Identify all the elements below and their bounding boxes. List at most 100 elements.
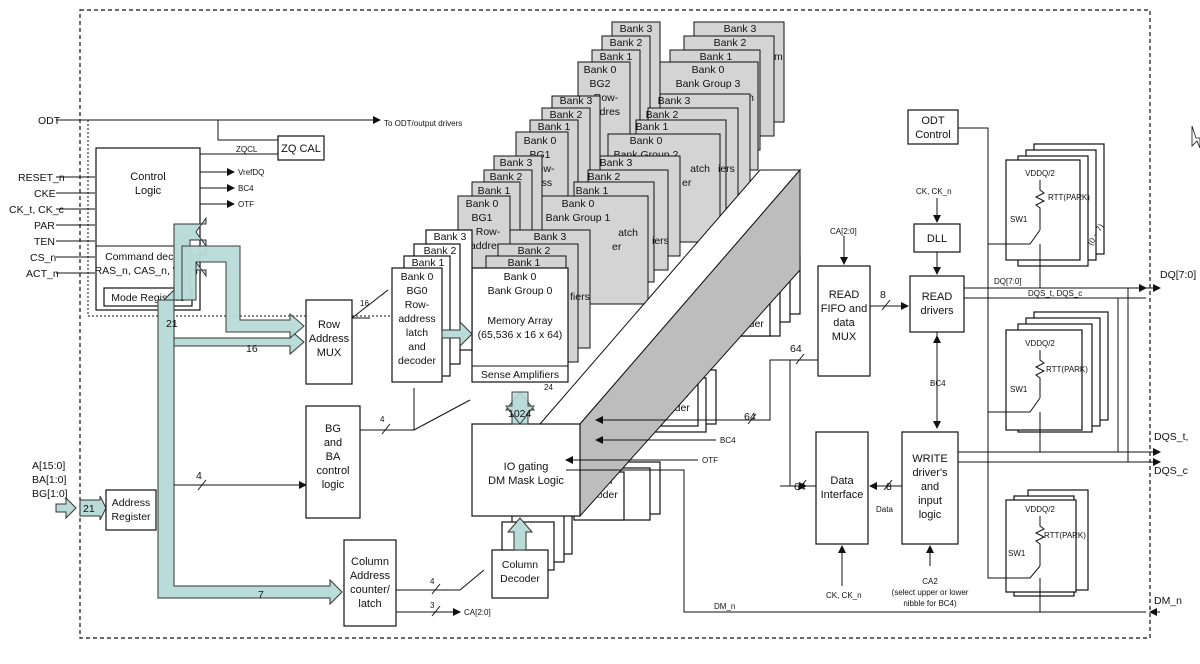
pin-dq: DQ[7:0] — [1160, 269, 1196, 281]
bg2-latch: atch — [690, 163, 710, 175]
bus-width-21: 21 — [166, 318, 178, 330]
pin-par: PAR — [34, 220, 55, 232]
data-if-l1: Data — [830, 475, 854, 487]
bg1d-row: Row- — [476, 226, 501, 238]
vddq-mid: VDDQ/2 — [1025, 339, 1055, 348]
pin-reset: RESET_n — [18, 172, 65, 184]
pin-odt: ODT — [38, 115, 61, 127]
control-logic-title: Control — [130, 171, 165, 183]
bg0-bank0: Bank 0 — [504, 271, 537, 283]
sw1-top: SW1 — [1010, 215, 1028, 224]
ca2-l3: nibble for BC4) — [903, 599, 957, 608]
bg-ba-l1: BG — [325, 423, 341, 435]
bus-width-8-write: 8 — [886, 481, 892, 493]
bus-width-64-b: 64 — [790, 343, 802, 355]
odt-control-block — [907, 109, 959, 145]
pin-ck: CK_t, CK_c — [9, 204, 64, 216]
odt-termination-mid: VDDQ/2 RTT(PARK) SW1 — [1004, 311, 1109, 452]
read-drivers-block — [909, 275, 965, 333]
row-mux-l1: Row — [318, 319, 340, 331]
write-drivers-block — [901, 431, 959, 545]
column-address-counter-block — [343, 539, 397, 627]
ca2-l2: (select upper or lower — [892, 588, 969, 597]
bg2d-bank1: Bank 1 — [600, 51, 633, 63]
chip-boundary — [79, 9, 1151, 639]
vddq-bot: VDDQ/2 — [1025, 505, 1055, 514]
bus-width-16: 16 — [246, 343, 258, 355]
bg-ba-l5: logic — [322, 479, 345, 491]
bg2d-bank0: Bank 0 — [584, 64, 617, 76]
bg0d-row: Row- — [405, 299, 430, 311]
bus-width-4-col: 4 — [430, 577, 435, 586]
bg2-er: er — [682, 177, 692, 189]
bg0d-and: and — [408, 341, 426, 353]
io-gating-title: IO gating — [504, 461, 549, 473]
sw1-mid: SW1 — [1010, 385, 1028, 394]
bg0d-latch: latch — [406, 327, 428, 339]
bg2d-bank2: Bank 2 — [610, 37, 643, 49]
write-l5: logic — [919, 509, 942, 521]
bg1-latch: atch — [618, 227, 638, 239]
dll-block — [913, 223, 961, 253]
row-address-mux-block — [305, 299, 353, 385]
col-dec-l2: Decoder — [500, 573, 540, 585]
mouse-cursor-icon — [1191, 125, 1200, 149]
rtt-top: RTT(PARK) — [1048, 193, 1090, 202]
bc4-mid: BC4 — [720, 436, 736, 445]
pin-a: A[15:0] — [32, 460, 65, 472]
address-register-label: Address — [112, 497, 151, 509]
bg2-iers: iers — [718, 163, 735, 175]
bg1-bank0: Bank 0 — [562, 198, 595, 210]
bg1-er: er — [612, 241, 622, 253]
odt-control-l1: ODT — [921, 115, 945, 127]
right-pins: DQ[7:0] DQS_t, DQS_c DM_n — [1139, 269, 1196, 616]
col-counter-l3: counter/ — [350, 584, 391, 596]
bg0d-decoder: decoder — [398, 355, 436, 367]
bus-width-64-a: 64 — [744, 411, 756, 423]
bg2d-bank3: Bank 3 — [620, 23, 653, 35]
bg-ba-l3: BA — [326, 451, 341, 463]
bg1-label: Bank Group 1 — [546, 212, 611, 224]
bg0d-bank1: Bank 1 — [412, 257, 445, 269]
ck-dll: CK, CK_n — [916, 187, 952, 196]
dll-label: DLL — [927, 233, 947, 245]
bg1-bank3: Bank 3 — [600, 157, 633, 169]
pin-ba: BA[1:0] — [32, 474, 67, 486]
bg0-decoder-stack: Bank 3 Bank 2 Bank 1 Bank 0 BG0 Row- add… — [391, 229, 473, 383]
pin-cs: CS_n — [30, 252, 56, 264]
address-register-label2: Register — [111, 511, 151, 523]
bg0d-bank0: Bank 0 — [401, 271, 434, 283]
row-mux-l3: MUX — [317, 347, 342, 359]
bg1b-bank3: Bank 3 — [560, 95, 593, 107]
bg0-bank2: Bank 2 — [518, 245, 551, 257]
write-l3: and — [921, 481, 939, 493]
column-decoder-bottom: Column Decoder — [491, 505, 573, 599]
control-logic-title2: Logic — [135, 185, 162, 197]
vrefdq-label: VrefDQ — [238, 168, 264, 177]
dqs-internal: DQS_t, DQS_c — [1028, 289, 1082, 298]
vddq-top: VDDQ/2 — [1025, 169, 1055, 178]
bg1d-bank1: Bank 1 — [478, 185, 511, 197]
sense-amplifiers-label: Sense Amplifiers — [481, 369, 559, 381]
bc4-label: BC4 — [238, 184, 254, 193]
col-dec-l1: Column — [502, 559, 538, 571]
bg2-bank3: Bank 3 — [658, 95, 691, 107]
pin-dqs-c: DQS_c — [1154, 465, 1188, 477]
bus-width-21-in: 21 — [83, 503, 95, 515]
bg0-fiers: fiers — [570, 291, 590, 303]
bg-ba-l4: control — [316, 465, 349, 477]
bg3-bank0: Bank 0 — [692, 64, 725, 76]
read-fifo-l4: MUX — [832, 331, 857, 343]
bus-width-7: 7 — [258, 589, 264, 601]
io-gating-prism — [471, 168, 802, 518]
bg1d-bank0: Bank 0 — [466, 198, 499, 210]
ck-data: CK, CK_n — [826, 591, 862, 600]
bg0d-bank2: Bank 2 — [424, 245, 457, 257]
bg-ba-l2: and — [324, 437, 342, 449]
col-counter-l2: Address — [350, 570, 391, 582]
pin-bg: BG[1:0] — [32, 488, 68, 500]
write-l1: WRITE — [912, 453, 947, 465]
bg1b-bank0: Bank 0 — [524, 135, 557, 147]
read-fifo-l1: READ — [829, 289, 860, 301]
